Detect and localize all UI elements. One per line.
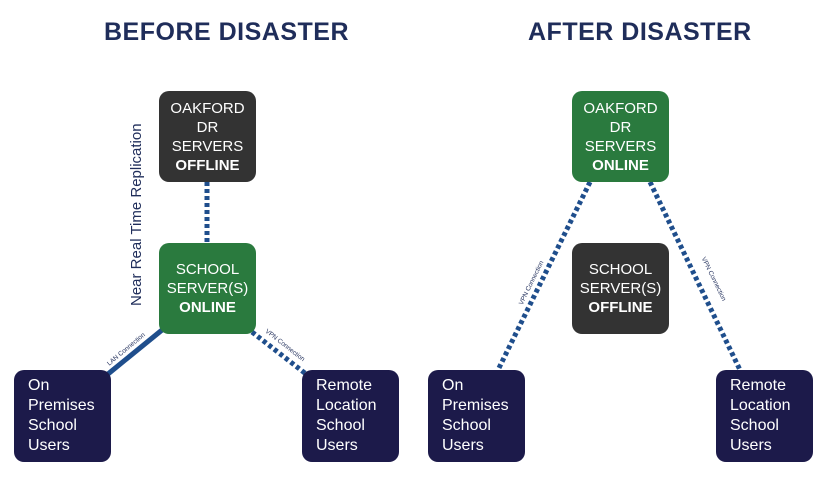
after-title: AFTER DISASTER	[528, 18, 752, 46]
before-school-servers-box: SCHOOL SERVER(S) ONLINE	[159, 243, 256, 334]
after-left-users-line1: On	[442, 377, 464, 394]
before-oakford-line1: OAKFORD DR	[170, 99, 245, 136]
before-oakford-line2: SERVERS	[171, 137, 244, 155]
after-right-users-line3: School	[730, 417, 779, 434]
before-remote-users-box: Remote Location School Users	[302, 370, 399, 462]
after-on-premises-users-box: On Premises School Users	[428, 370, 525, 462]
before-school-line1: SCHOOL	[175, 261, 240, 278]
after-oakford-line2: SERVERS	[584, 137, 657, 155]
before-left-users-line1: On	[28, 377, 50, 394]
after-oakford-servers-box: OAKFORD DR SERVERS ONLINE	[572, 91, 669, 182]
before-oakford-status: OFFLINE	[175, 156, 240, 174]
before-left-users-line4: Users	[28, 437, 70, 454]
before-school-line2: SERVER(S)	[166, 280, 249, 297]
after-right-users-line4: Users	[730, 437, 772, 454]
after-school-status: OFFLINE	[588, 299, 653, 316]
before-right-users-line1: Remote	[316, 377, 373, 394]
before-right-users-line4: Users	[316, 437, 358, 454]
vpn-link-before	[250, 330, 308, 376]
after-right-users-line1: Remote	[730, 377, 787, 394]
before-oakford-servers-box: OAKFORD DR SERVERS OFFLINE	[159, 91, 256, 182]
after-school-servers-box: SCHOOL SERVER(S) OFFLINE	[572, 243, 669, 334]
before-left-users-line3: School	[28, 417, 77, 434]
after-left-users-line4: Users	[442, 437, 484, 454]
after-right-users-line2: Location	[730, 397, 791, 414]
before-left-users-line2: Premises	[28, 397, 95, 414]
after-oakford-line1: OAKFORD DR	[583, 99, 658, 136]
before-title: BEFORE DISASTER	[104, 18, 350, 46]
after-school-line2: SERVER(S)	[579, 280, 662, 297]
after-school-line1: SCHOOL	[588, 261, 653, 278]
after-left-users-line3: School	[442, 417, 491, 434]
lan-link	[106, 328, 164, 376]
replication-label: Near Real Time Replication	[128, 123, 145, 306]
after-oakford-status: ONLINE	[592, 156, 649, 174]
before-school-status: ONLINE	[179, 299, 236, 316]
before-right-users-line2: Location	[316, 397, 377, 414]
before-on-premises-users-box: On Premises School Users	[14, 370, 111, 462]
after-remote-users-box: Remote Location School Users	[716, 370, 813, 462]
after-left-users-line2: Premises	[442, 397, 509, 414]
before-right-users-line3: School	[316, 417, 365, 434]
